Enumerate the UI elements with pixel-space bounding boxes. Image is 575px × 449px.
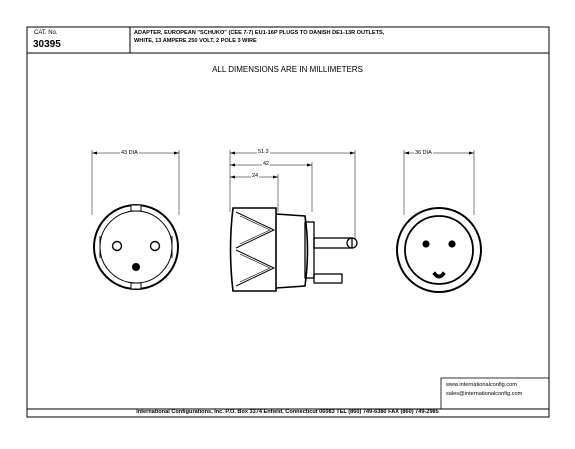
- plug-pin-hole-left: [111, 240, 123, 252]
- earth-clip-bottom: [130, 282, 142, 290]
- arrowhead: [92, 151, 97, 155]
- arrowhead: [307, 163, 312, 167]
- arrowhead: [230, 151, 235, 155]
- outlet-face-view: [396, 150, 482, 293]
- plug-center-hole: [132, 263, 140, 271]
- plug-outer-rim: [93, 204, 179, 290]
- catalog-number: 30395: [33, 39, 61, 50]
- outlet-earth-hole: [432, 271, 446, 279]
- website-link[interactable]: www.internationalconfig.com: [446, 382, 517, 388]
- arrowhead: [469, 151, 474, 155]
- outlet-outer-rim: [396, 207, 482, 293]
- earth-clip-top: [130, 204, 142, 212]
- dimension-body-length: 42: [262, 161, 271, 168]
- dimension-outlet-length: 24: [251, 173, 260, 180]
- plug-side-notches: [99, 236, 173, 258]
- outlet-body: [229, 207, 277, 292]
- plug-pin-hole-right: [149, 240, 161, 252]
- catalog-number-label: CAT. No.: [34, 30, 58, 36]
- outlet-inner-rim: [404, 215, 474, 285]
- company-footer: International Configurations, Inc. P.O. …: [136, 409, 439, 415]
- side-profile-view: [229, 150, 358, 292]
- sheet-border: [26, 26, 550, 418]
- body-ribs-inner: [239, 215, 271, 283]
- outlet-hole-left: [422, 240, 430, 248]
- dimension-outlet-diameter: 36 DIA: [414, 150, 433, 157]
- plug-inner-rim: [99, 210, 173, 284]
- plug-collar: [275, 213, 309, 289]
- arrowhead: [230, 175, 235, 179]
- plug-face-ring: [304, 221, 315, 279]
- arrowhead: [350, 151, 355, 155]
- dimension-total-length: 51.3: [257, 149, 270, 156]
- product-title-line-2: WHITE, 13 AMPERE 250 VOLT, 2 POLE 3 WIRE: [134, 38, 257, 44]
- outlet-hole-right: [448, 240, 456, 248]
- product-title-line-1: ADAPTER, EUROPEAN "SCHUKO" (CEE 7-7) EU1…: [134, 30, 385, 36]
- plug-pin-upper: [313, 237, 353, 249]
- email-link[interactable]: sales@internationalconfig.com: [446, 391, 523, 397]
- arrowhead: [404, 151, 409, 155]
- dimensions-heading: ALL DIMENSIONS ARE IN MILLIMETERS: [212, 65, 363, 74]
- arrowhead: [174, 151, 179, 155]
- dimension-plug-diameter: 43 DIA: [120, 150, 139, 157]
- arrowhead: [230, 163, 235, 167]
- arrowhead: [273, 175, 278, 179]
- body-ribs: [235, 211, 276, 287]
- plug-pin-tip: [346, 237, 358, 249]
- contact-box: [440, 377, 550, 410]
- plug-face-view: [91, 150, 180, 290]
- plug-pin-lower: [313, 273, 343, 284]
